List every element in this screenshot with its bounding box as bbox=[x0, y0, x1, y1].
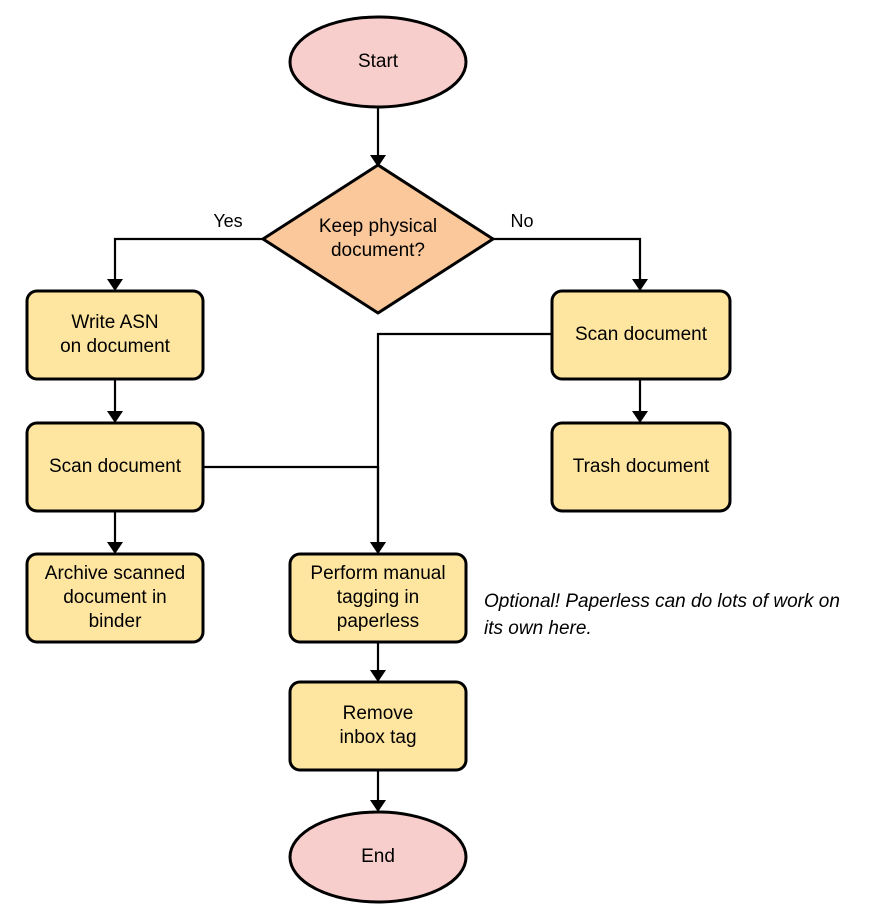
node-label-scan-document-left: Scan document bbox=[49, 456, 182, 477]
edge-arrowhead-write-asn-to-scan-left bbox=[107, 411, 123, 423]
node-label-line: Archive scanned bbox=[45, 563, 185, 584]
edge-scan-left-to-manual-tagging bbox=[203, 465, 386, 554]
decision-diamond-keep-physical[interactable] bbox=[261, 163, 495, 315]
annotation-line: its own here. bbox=[484, 618, 592, 639]
edge-arrowhead-scan-right-to-manual-tagging bbox=[370, 542, 386, 554]
node-label-line: paperless bbox=[337, 611, 419, 632]
node-label-line: Scan document bbox=[575, 324, 708, 345]
node-label-line: document in bbox=[63, 587, 167, 608]
node-label-line: Trash document bbox=[573, 456, 710, 477]
edge-arrowhead-remove-inbox-to-end bbox=[370, 800, 386, 812]
node-label-scan-document-right: Scan document bbox=[575, 324, 708, 345]
node-scan-document-left[interactable]: Scan document bbox=[25, 421, 205, 513]
node-archive-binder[interactable]: Archive scanned document in binder bbox=[25, 552, 205, 644]
edges-layer: Yes No bbox=[107, 107, 648, 812]
edge-manual-tagging-to-remove-inbox bbox=[370, 642, 386, 682]
node-label-keep-physical: Keep physical document? bbox=[319, 216, 437, 261]
edge-write-asn-to-scan-left bbox=[107, 379, 123, 423]
edge-start-to-decision bbox=[370, 107, 386, 167]
node-label-line: on document bbox=[60, 336, 171, 357]
node-keep-physical[interactable]: Keep physical document? bbox=[261, 163, 495, 315]
process-box-remove-inbox-tag[interactable] bbox=[288, 680, 468, 772]
node-write-asn[interactable]: Write ASN on document bbox=[25, 289, 205, 381]
process-box-manual-tagging[interactable] bbox=[288, 552, 468, 644]
node-label-line: inbox tag bbox=[339, 727, 416, 748]
node-manual-tagging[interactable]: Perform manual tagging in paperless bbox=[288, 552, 468, 644]
node-label-line: End bbox=[361, 846, 395, 867]
edge-decision-no-to-scan-right: No bbox=[493, 211, 648, 291]
edge-scan-left-to-archive bbox=[107, 511, 123, 554]
node-start[interactable]: Start bbox=[288, 15, 468, 109]
terminator-ellipse-start[interactable] bbox=[288, 15, 468, 109]
node-label-end: End bbox=[361, 846, 395, 867]
node-label-remove-inbox-tag: Remove inbox tag bbox=[339, 703, 416, 748]
process-box-trash-document[interactable] bbox=[550, 421, 732, 513]
node-label-line: Start bbox=[358, 51, 399, 72]
edge-line-decision-no-to-scan-right bbox=[493, 237, 642, 284]
edge-arrowhead-scan-right-to-trash bbox=[632, 411, 648, 423]
node-label-line: Write ASN bbox=[71, 312, 158, 333]
process-box-scan-document-right[interactable] bbox=[550, 289, 732, 381]
node-remove-inbox-tag[interactable]: Remove inbox tag bbox=[288, 680, 468, 772]
edge-label-no: No bbox=[510, 211, 533, 231]
node-label-archive-binder: Archive scanned document in binder bbox=[45, 563, 185, 632]
edge-line-decision-yes-to-write-asn bbox=[113, 237, 263, 284]
annotation-line: Optional! Paperless can do lots of work … bbox=[484, 591, 840, 612]
node-label-line: document? bbox=[331, 240, 425, 261]
process-box-scan-document-left[interactable] bbox=[25, 421, 205, 513]
node-label-line: Perform manual bbox=[310, 563, 445, 584]
edge-decision-yes-to-write-asn: Yes bbox=[107, 211, 263, 291]
terminator-ellipse-end[interactable] bbox=[288, 810, 468, 904]
node-label-line: Scan document bbox=[49, 456, 182, 477]
process-box-write-asn[interactable] bbox=[25, 289, 205, 381]
node-label-line: tagging in bbox=[337, 587, 419, 608]
annotations-layer: Optional! Paperless can do lots of work … bbox=[484, 591, 840, 639]
node-label-write-asn: Write ASN on document bbox=[60, 312, 171, 357]
edge-arrowhead-start-to-decision bbox=[370, 155, 386, 167]
node-end[interactable]: End bbox=[288, 810, 468, 904]
node-label-start: Start bbox=[358, 51, 399, 72]
edge-arrowhead-scan-left-to-archive bbox=[107, 542, 123, 554]
process-box-archive-binder[interactable] bbox=[25, 552, 205, 644]
edge-line-scan-right-to-manual-tagging bbox=[376, 332, 552, 547]
edge-arrowhead-decision-yes-to-write-asn bbox=[107, 279, 123, 291]
annotation-optional-note: Optional! Paperless can do lots of work … bbox=[484, 591, 840, 639]
node-label-manual-tagging: Perform manual tagging in paperless bbox=[310, 563, 445, 632]
edge-scan-right-to-trash bbox=[632, 379, 648, 423]
edge-remove-inbox-to-end bbox=[370, 770, 386, 812]
edge-arrowhead-decision-no-to-scan-right bbox=[632, 279, 648, 291]
node-trash-document[interactable]: Trash document bbox=[550, 421, 732, 513]
node-label-line: Keep physical bbox=[319, 216, 437, 237]
edge-label-yes: Yes bbox=[213, 211, 242, 231]
node-label-trash-document: Trash document bbox=[573, 456, 710, 477]
edge-arrowhead-manual-tagging-to-remove-inbox bbox=[370, 670, 386, 682]
node-label-line: Remove bbox=[343, 703, 414, 724]
edge-line-scan-left-to-manual-tagging bbox=[203, 465, 380, 547]
edge-scan-right-to-manual-tagging bbox=[370, 332, 552, 554]
node-scan-document-right[interactable]: Scan document bbox=[550, 289, 732, 381]
node-label-line: binder bbox=[89, 611, 142, 632]
